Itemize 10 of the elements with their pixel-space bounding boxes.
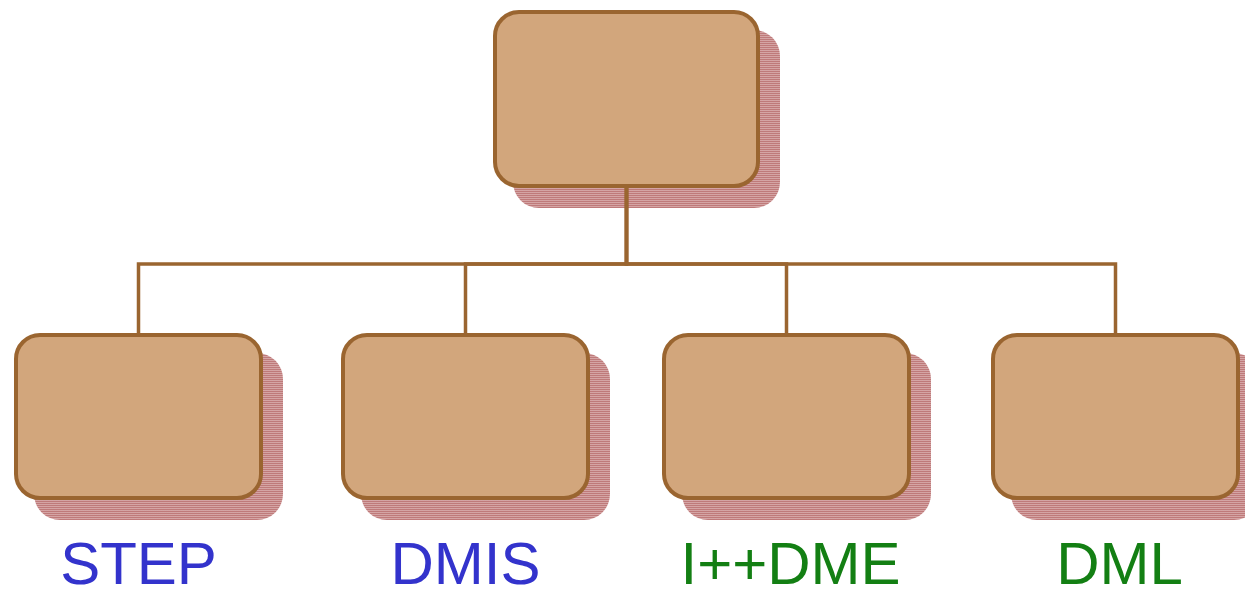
rounded-box bbox=[493, 10, 760, 188]
standard-label: DML bbox=[1056, 534, 1183, 592]
rounded-box bbox=[341, 333, 590, 500]
standard-label: I++DME bbox=[680, 534, 901, 592]
rounded-box bbox=[662, 333, 911, 500]
rounded-box bbox=[991, 333, 1240, 500]
connector-line bbox=[624, 188, 1118, 333]
standard-label: STEP bbox=[60, 534, 217, 592]
standard-label: DMIS bbox=[390, 534, 541, 592]
rounded-box bbox=[14, 333, 263, 500]
